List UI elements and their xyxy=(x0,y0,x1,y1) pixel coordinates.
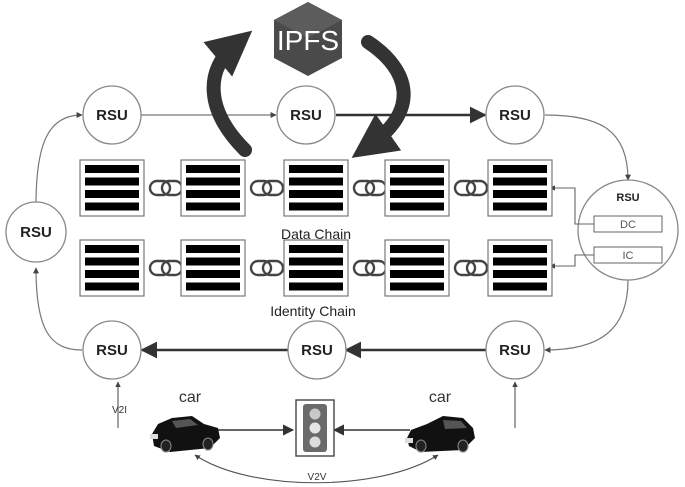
dc-label: DC xyxy=(620,219,636,231)
rsu-label: RSU xyxy=(499,342,531,359)
rsu-ledger-node: RSU DC IC xyxy=(577,179,679,281)
ipfs-upload-arrow xyxy=(203,30,253,157)
chain-link-icon xyxy=(453,259,489,277)
chain-link-icon xyxy=(249,179,285,197)
data-chain-label: Data Chain xyxy=(281,226,351,242)
dc-to-data-chain xyxy=(549,185,594,225)
block xyxy=(384,239,450,297)
link-bottom-left-corner xyxy=(33,267,83,351)
rsu-left: RSU xyxy=(5,201,67,263)
data-chain xyxy=(79,159,553,217)
ipfs-download-arrow xyxy=(351,35,411,158)
v2v-link xyxy=(194,454,439,484)
car-left: car xyxy=(150,389,220,453)
v2i-label: V2I xyxy=(112,405,127,416)
rsu-ledger-title: RSU xyxy=(616,192,639,204)
rsu-label: RSU xyxy=(290,107,322,124)
ic-label: IC xyxy=(623,250,634,262)
block xyxy=(79,239,145,297)
v2v-label: V2V xyxy=(308,472,327,483)
car-right-label: car xyxy=(429,389,452,406)
block xyxy=(487,159,553,217)
rsu-label: RSU xyxy=(96,107,128,124)
rsu-top-middle: RSU xyxy=(276,85,336,145)
chain-link-icon xyxy=(453,179,489,197)
link-top-right-corner xyxy=(544,114,631,181)
ipfs-node: IPFS xyxy=(274,2,342,76)
chain-link-icon xyxy=(352,259,388,277)
dc-box: DC xyxy=(593,215,663,233)
car-left-label: car xyxy=(179,389,202,406)
car-right: car xyxy=(405,389,475,453)
identity-chain xyxy=(79,239,553,297)
link-top-left-corner xyxy=(35,112,83,206)
rsu-label: RSU xyxy=(20,224,52,241)
block xyxy=(384,159,450,217)
block xyxy=(283,239,349,297)
rsu-bottom-right: RSU xyxy=(485,320,545,380)
link-bottom-right-corner xyxy=(544,279,629,353)
chain-link-icon xyxy=(148,259,184,277)
ipfs-exchange-arrows xyxy=(203,30,411,158)
chain-link-icon xyxy=(148,179,184,197)
block xyxy=(487,239,553,297)
block xyxy=(180,159,246,217)
rsu-label: RSU xyxy=(96,342,128,359)
ic-box: IC xyxy=(593,246,663,264)
rsu-label: RSU xyxy=(499,107,531,124)
rsu-label: RSU xyxy=(301,342,333,359)
ic-to-identity-chain xyxy=(549,254,594,269)
car-right-icon xyxy=(405,416,475,453)
ledger-connectors xyxy=(549,185,594,269)
ipfs-label: IPFS xyxy=(277,25,339,56)
traffic-light-icon xyxy=(295,399,335,457)
chain-link-icon xyxy=(352,179,388,197)
rsu-bottom-left: RSU xyxy=(82,320,142,380)
identity-chain-label: Identity Chain xyxy=(270,303,356,319)
v2i-links xyxy=(115,381,518,428)
chain-link-icon xyxy=(249,259,285,277)
block xyxy=(180,239,246,297)
rsu-top-left: RSU xyxy=(82,85,142,145)
car-left-icon xyxy=(150,416,220,453)
block xyxy=(79,159,145,217)
block xyxy=(283,159,349,217)
rsu-top-right: RSU xyxy=(485,85,545,145)
rsu-bottom-middle: RSU xyxy=(287,320,347,380)
